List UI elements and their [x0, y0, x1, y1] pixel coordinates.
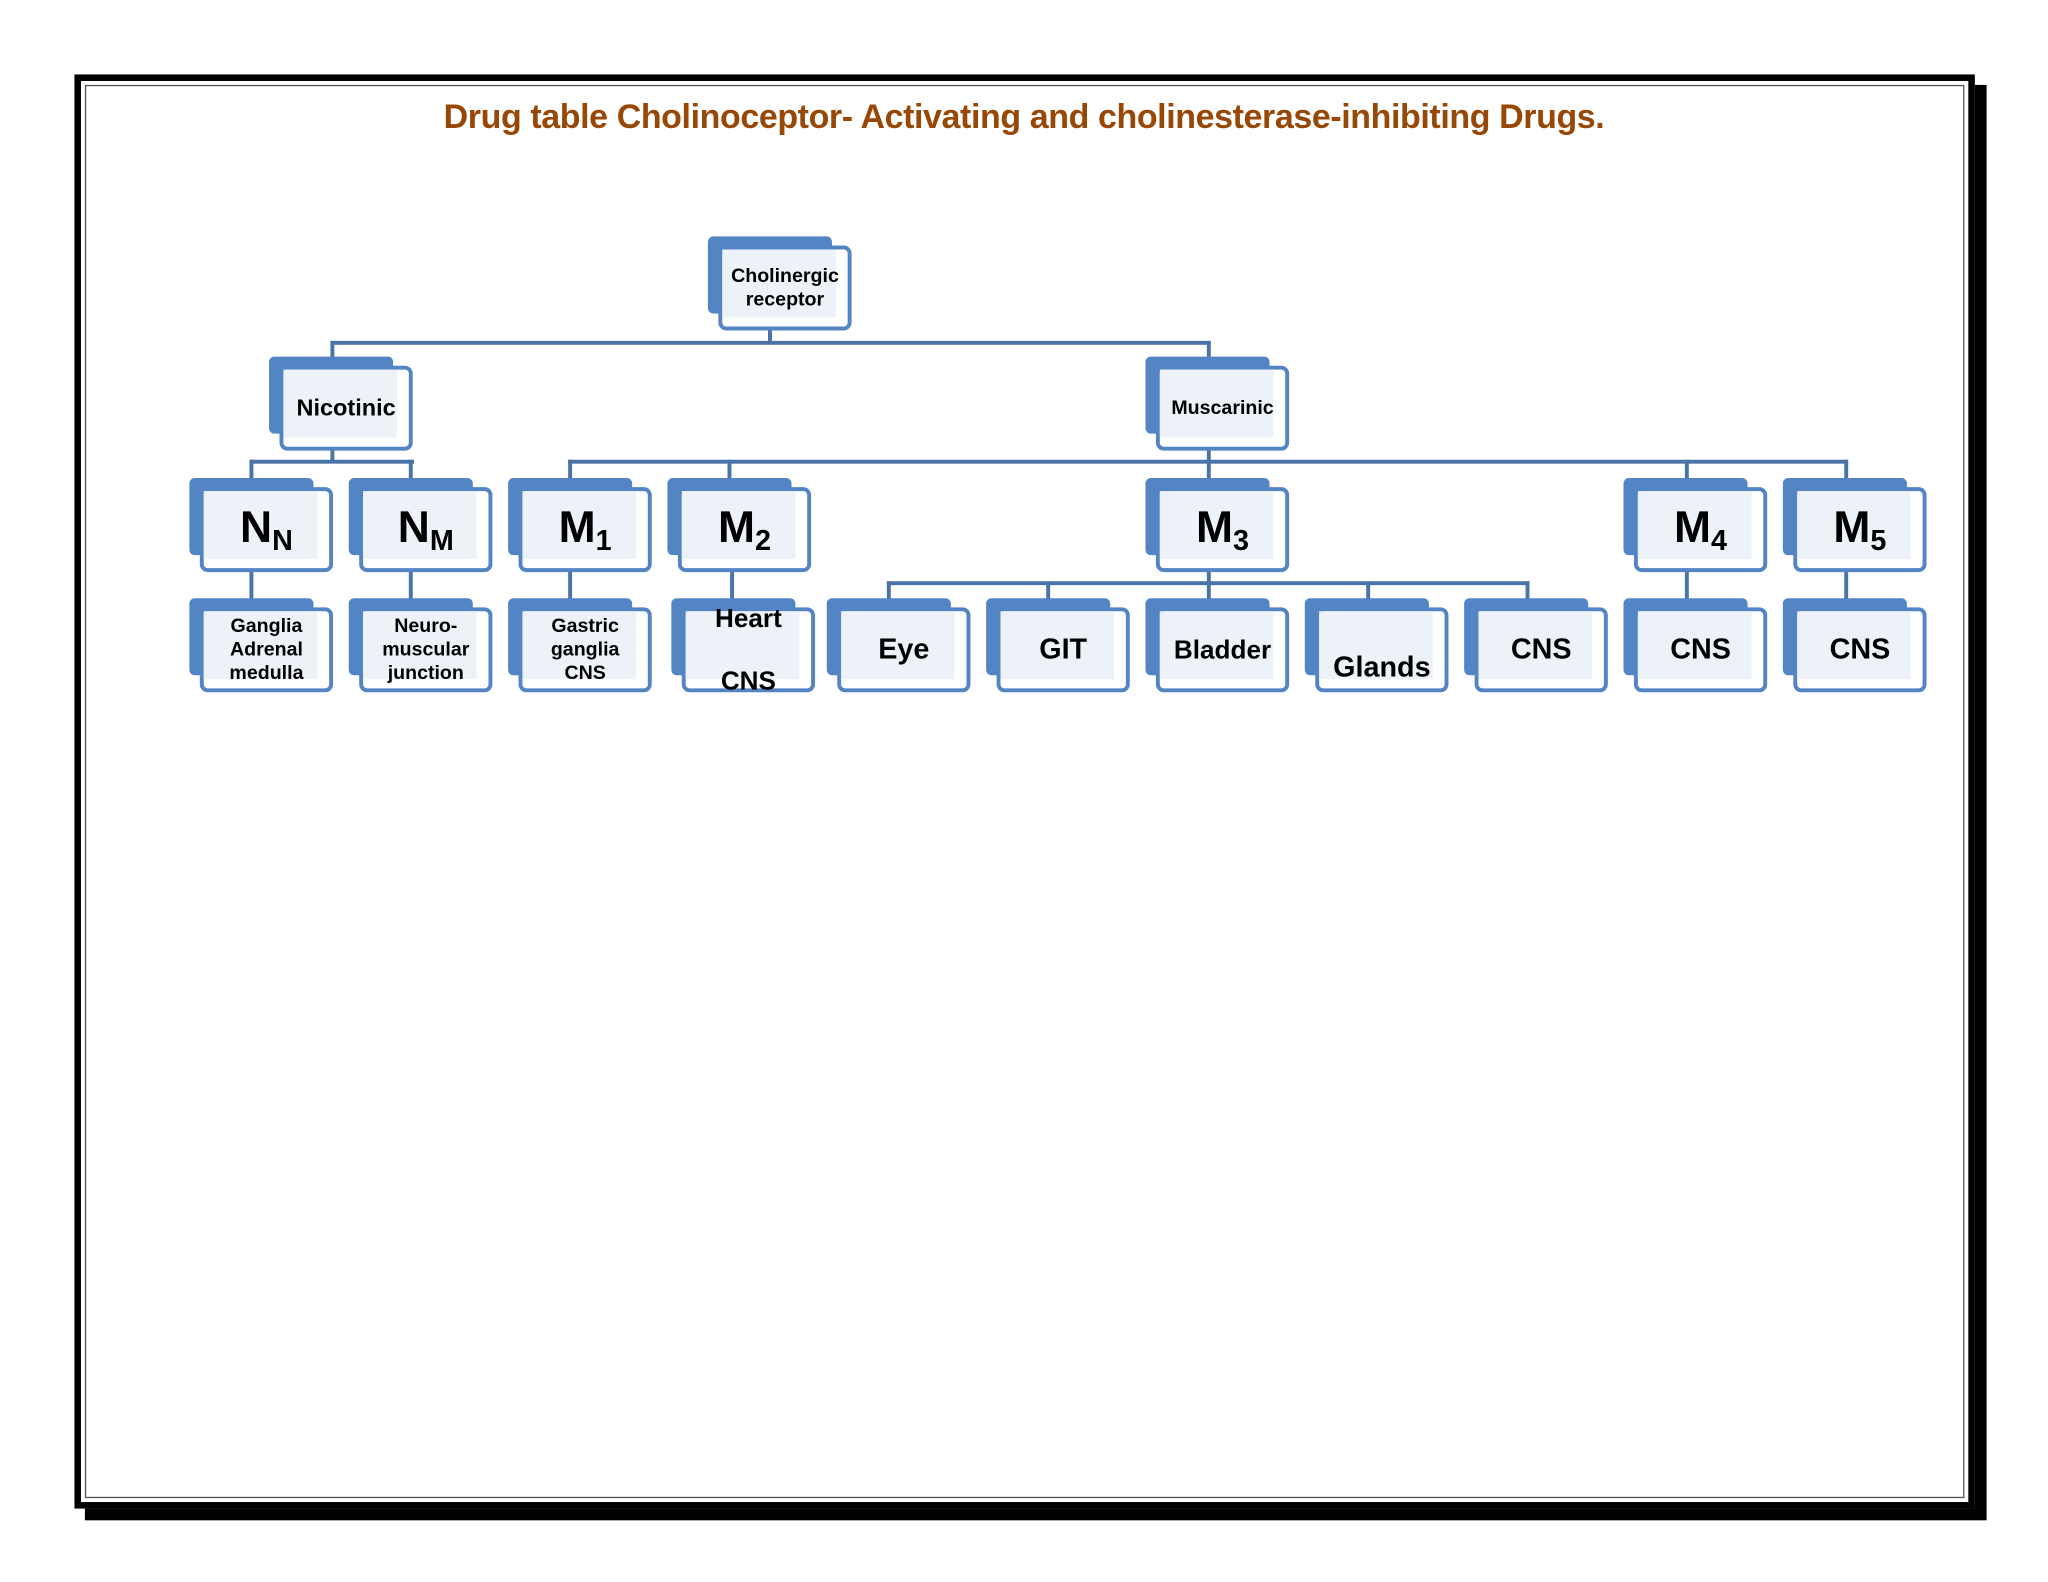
connector-line: [1046, 581, 1051, 610]
node-box: M5: [1793, 487, 1927, 573]
node-box: Gastric ganglia CNS: [518, 607, 652, 693]
node-label: Gastric ganglia CNS: [550, 614, 620, 684]
node-label: CNS: [1829, 632, 1891, 666]
node-label-main: N: [240, 502, 273, 553]
node-box: M1: [518, 487, 652, 573]
node-label-subscript: N: [272, 523, 293, 557]
page-title: Drug table Cholinoceptor- Activating and…: [443, 96, 1605, 136]
node-label: CNS: [1510, 632, 1572, 666]
node-label: Heart CNS: [714, 604, 782, 696]
node-label: NN: [240, 501, 293, 558]
connector-line: [1844, 569, 1849, 609]
frame-inner-border: [84, 84, 1965, 1499]
node-label: Cholinergic receptor: [731, 264, 839, 311]
node-label-subscript: 1: [595, 523, 612, 557]
node-label: Glands: [1333, 650, 1431, 684]
connector-line: [727, 459, 732, 489]
node-box: M3: [1155, 487, 1290, 573]
node-box: Muscarinic: [1155, 365, 1290, 451]
node-box: Nicotinic: [279, 365, 413, 451]
connector-line: [408, 569, 413, 609]
connector-line: [1206, 447, 1211, 463]
node-label: Muscarinic: [1171, 396, 1274, 419]
connector-line: [1206, 459, 1211, 489]
node-label-main: M: [1833, 502, 1871, 553]
connector-line: [730, 569, 735, 609]
connector-line: [1206, 340, 1211, 368]
node-label-main: M: [717, 502, 755, 553]
connector-line: [1684, 569, 1689, 609]
node-label: CNS: [1670, 632, 1731, 666]
node-box: Heart CNS: [681, 604, 816, 696]
connector-line: [568, 459, 573, 489]
node-box: CNS: [1474, 607, 1608, 693]
node-box: NN: [199, 487, 334, 573]
node-label-main: M: [1674, 502, 1712, 553]
node-box: Bladder: [1155, 607, 1290, 693]
node-label: M5: [1833, 501, 1886, 558]
connector-line: [1844, 459, 1849, 489]
connector-line: [249, 459, 254, 489]
connector-line: [886, 581, 891, 610]
node-label-subscript: 2: [754, 523, 771, 557]
node-label: Nicotinic: [296, 394, 396, 421]
connector-line: [249, 569, 254, 609]
node-box: M2: [677, 487, 812, 573]
node-box: Glands: [1315, 607, 1449, 693]
connector-line: [767, 326, 772, 344]
connector-line: [1366, 581, 1371, 610]
connector-line: [1684, 459, 1689, 489]
connector-line: [330, 447, 335, 463]
connector-line: [568, 569, 573, 609]
node-label: M3: [1196, 501, 1249, 558]
node-box: CNS: [1633, 607, 1768, 693]
node-label-subscript: 5: [1870, 523, 1887, 557]
node-box: Ganglia Adrenal medulla: [199, 607, 334, 693]
node-box: CNS: [1793, 607, 1927, 693]
node-label-main: N: [397, 502, 430, 553]
node-label: Eye: [878, 632, 930, 666]
page-frame: [74, 74, 1975, 1509]
node-label-subscript: 3: [1233, 523, 1250, 557]
connector-line: [330, 340, 1211, 345]
node-label: M4: [1674, 501, 1727, 558]
node-label-main: M: [558, 502, 596, 553]
node-box: Cholinergic receptor: [718, 245, 852, 331]
node-label: Ganglia Adrenal medulla: [229, 614, 304, 684]
node-label: NM: [398, 501, 454, 558]
node-box: Eye: [837, 607, 971, 693]
connector-line: [408, 459, 413, 489]
node-box: NM: [359, 487, 493, 573]
node-label-main: M: [1196, 502, 1234, 553]
node-label-subscript: M: [429, 523, 454, 557]
node-label: M2: [718, 501, 771, 558]
connector-line: [1206, 569, 1211, 584]
node-label: Neuro- muscular junction: [382, 614, 470, 684]
node-box: M4: [1633, 487, 1768, 573]
node-box: Neuro- muscular junction: [359, 607, 493, 693]
node-label: Bladder: [1173, 635, 1272, 665]
connector-line: [1525, 581, 1530, 610]
node-box: GIT: [996, 607, 1130, 693]
connector-line: [330, 340, 335, 368]
connector-line: [1206, 581, 1211, 610]
node-label: M1: [559, 501, 612, 558]
node-label-subscript: 4: [1711, 523, 1728, 557]
connector-line: [249, 459, 415, 464]
node-label: GIT: [1039, 632, 1088, 666]
